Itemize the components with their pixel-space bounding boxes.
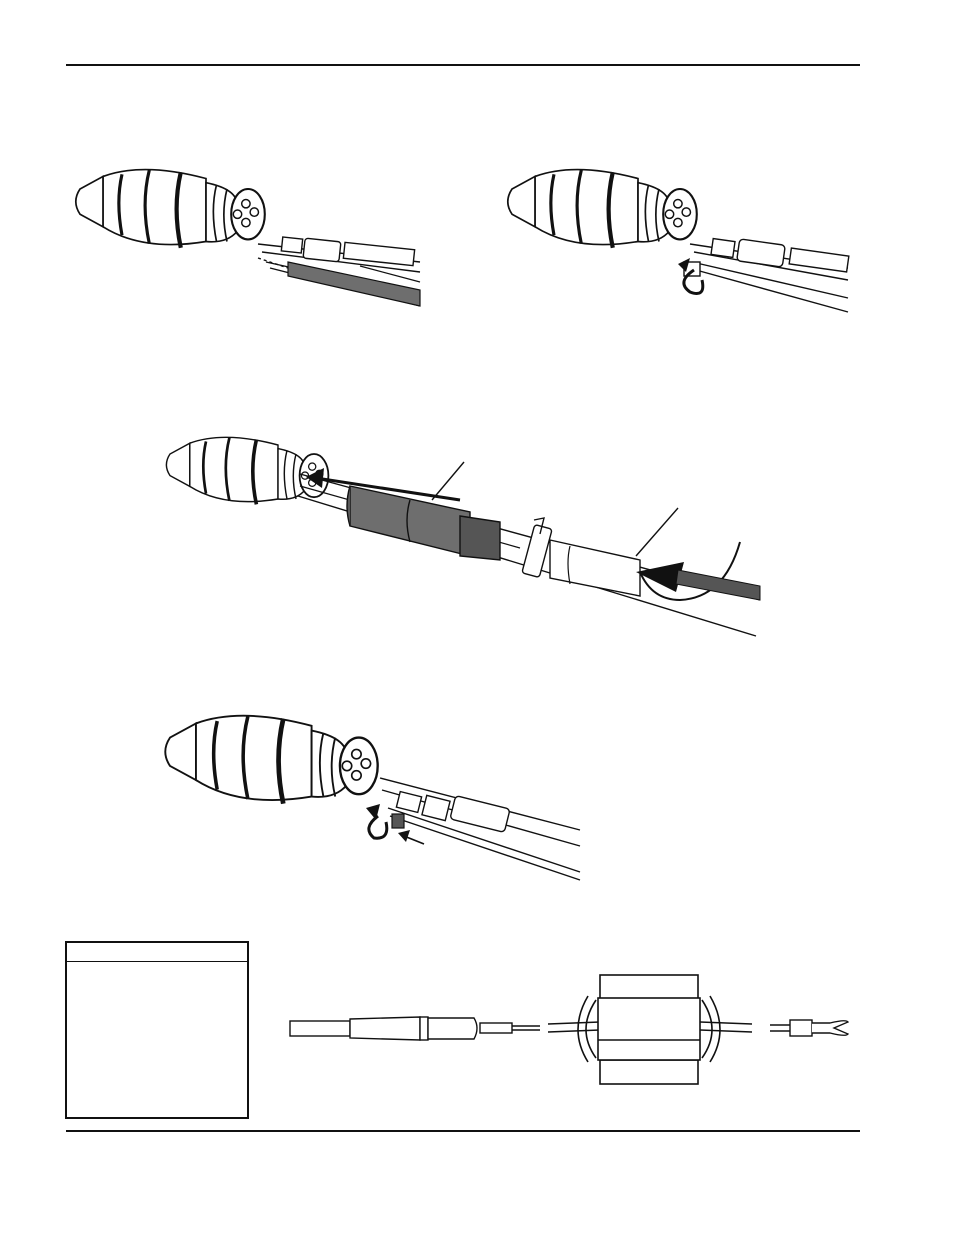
figure-step-3	[164, 435, 761, 637]
legend-connector-pin	[289, 1016, 540, 1041]
bottom-rule	[66, 1130, 860, 1132]
legend-box	[65, 941, 249, 1119]
legend-header	[67, 943, 247, 962]
figure-step-1	[76, 170, 421, 307]
legend-ferrite-core	[547, 974, 753, 1085]
figure-step-2	[508, 170, 850, 313]
legend-spade-terminal	[770, 1019, 850, 1037]
top-rule	[66, 64, 860, 66]
figure-step-4	[165, 716, 581, 881]
